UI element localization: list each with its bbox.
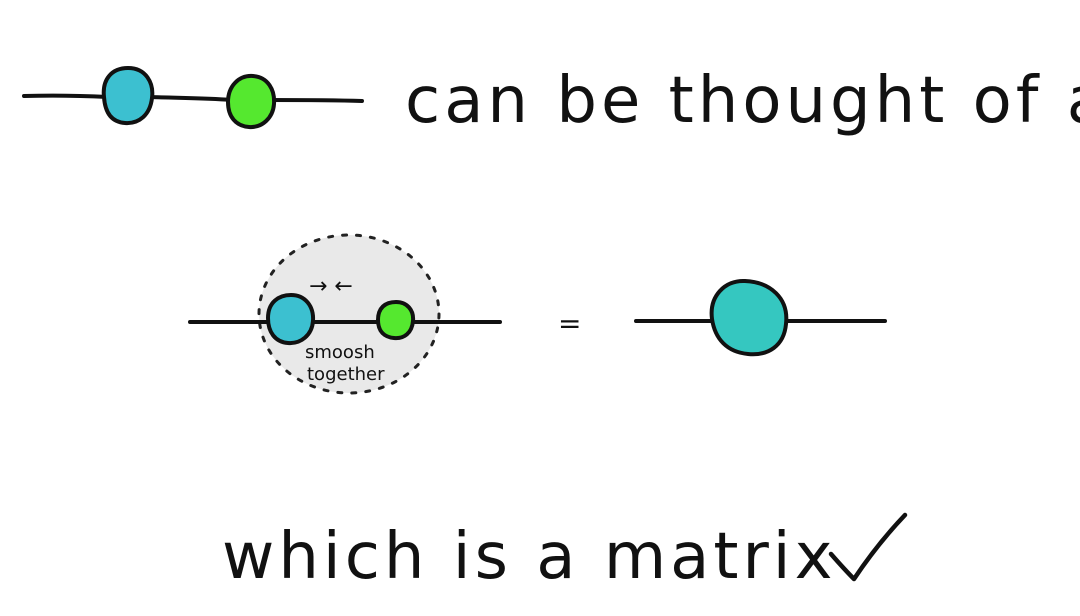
checkmark-icon xyxy=(828,512,908,582)
middle-left-node xyxy=(265,292,316,346)
top-right-node xyxy=(225,73,277,130)
middle-row: → ← smoosh together = xyxy=(188,233,887,395)
middle-right-node xyxy=(375,299,416,341)
top-left-line xyxy=(22,93,110,99)
equals-sign: = xyxy=(558,307,581,340)
smoosh-label-line2: together xyxy=(307,364,385,385)
smoosh-arrows: → ← xyxy=(309,274,353,299)
top-right-line xyxy=(266,98,364,103)
top-row: can be thought of as xyxy=(22,64,1080,138)
smoosh-label-line1: smoosh xyxy=(305,342,375,363)
smoosh-highlight xyxy=(259,235,439,393)
smoosh-dotted-circle xyxy=(257,233,441,395)
top-left-node xyxy=(101,65,155,126)
merged-node xyxy=(709,278,789,357)
bottom-caption: which is a matrix xyxy=(222,520,836,594)
bottom-row: which is a matrix xyxy=(222,512,908,594)
top-caption: can be thought of as xyxy=(405,64,1080,138)
top-middle-line xyxy=(148,95,234,102)
